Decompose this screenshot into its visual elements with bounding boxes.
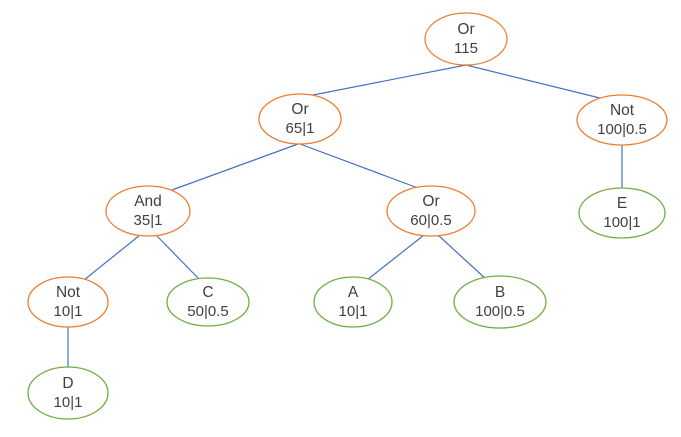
tree-node-d-n10[interactable]: D 10|1 (27, 366, 109, 420)
tree-edge-n0-n1 (307, 64, 467, 97)
node-label-n5: Or (422, 193, 439, 210)
node-label-n2: Not (610, 102, 635, 119)
tree-node-not-n2[interactable]: Not 100|0.5 (576, 94, 668, 146)
node-ellipse-n9 (453, 275, 547, 329)
node-label-n0: Or (457, 21, 474, 38)
tree-edge-n1-n4 (171, 143, 299, 191)
edge-layer (67, 64, 623, 368)
node-label-n10: D (62, 375, 73, 392)
tree-node-not-n6[interactable]: Not 10|1 (27, 276, 109, 328)
node-ellipse-n10 (27, 366, 109, 420)
node-value-n3: 100|1 (603, 214, 640, 231)
node-ellipse-n3 (578, 187, 666, 239)
node-value-n7: 50|0.5 (187, 303, 228, 320)
tree-node-c-n7[interactable]: C 50|0.5 (166, 277, 250, 327)
node-ellipse-n4 (105, 185, 191, 237)
tree-edge-n4-n7 (155, 234, 200, 280)
tree-node-e-n3[interactable]: E 100|1 (578, 187, 666, 239)
node-label-n6: Not (56, 284, 81, 301)
tree-node-or-n0[interactable]: Or 115 (424, 12, 508, 66)
node-value-n6: 10|1 (54, 303, 83, 320)
node-label-n8: A (348, 284, 359, 301)
tree-edge-n4-n6 (83, 234, 141, 281)
node-ellipse-n7 (166, 277, 250, 327)
node-ellipse-n0 (424, 12, 508, 66)
node-ellipse-n8 (313, 276, 393, 328)
node-label-n7: C (202, 284, 213, 301)
tree-node-b-n9[interactable]: B 100|0.5 (453, 275, 547, 329)
node-label-n9: B (495, 284, 505, 301)
node-value-n0: 115 (454, 40, 478, 57)
node-ellipse-n2 (576, 94, 668, 146)
tree-node-and-n4[interactable]: And 35|1 (105, 185, 191, 237)
node-value-n8: 10|1 (339, 303, 368, 320)
node-value-n9: 100|0.5 (475, 303, 525, 320)
node-label-n3: E (617, 195, 627, 212)
node-label-n4: And (134, 193, 162, 210)
node-value-n5: 60|0.5 (410, 212, 451, 229)
node-value-n4: 35|1 (134, 212, 163, 229)
tree-edge-n5-n9 (437, 234, 488, 281)
node-ellipse-n1 (258, 93, 342, 145)
node-layer: Or115Or65|1Not100|0.5E100|1And35|1Or60|0… (27, 12, 668, 420)
node-ellipse-n5 (386, 185, 476, 237)
node-value-n2: 100|0.5 (597, 121, 647, 138)
tree-node-or-n5[interactable]: Or 60|0.5 (386, 185, 476, 237)
tree-node-or-n1[interactable]: Or 65|1 (258, 93, 342, 145)
tree-node-a-n8[interactable]: A 10|1 (313, 276, 393, 328)
tree-edge-n0-n2 (465, 64, 605, 100)
node-label-n1: Or (291, 101, 308, 118)
node-value-n1: 65|1 (286, 120, 315, 137)
tree-edge-n5-n8 (366, 234, 425, 281)
node-value-n10: 10|1 (54, 394, 83, 411)
node-ellipse-n6 (27, 276, 109, 328)
tree-edge-n1-n5 (299, 143, 419, 189)
